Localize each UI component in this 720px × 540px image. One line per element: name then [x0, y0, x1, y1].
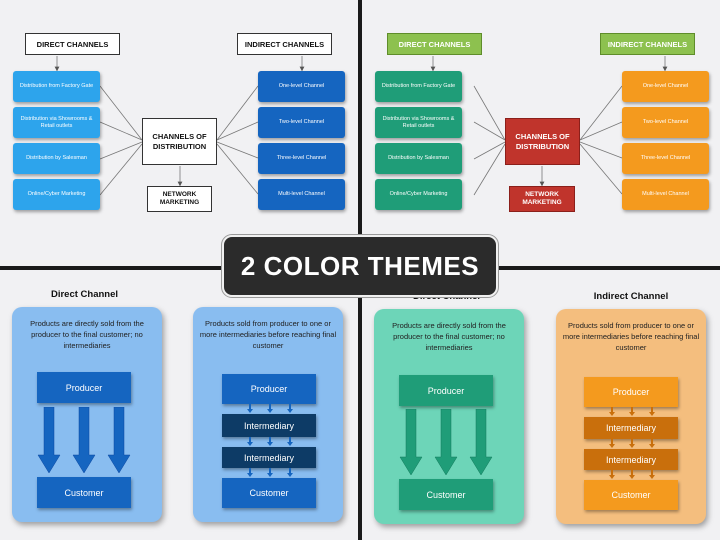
small-arrows-orange-1: [609, 407, 655, 416]
intermediary-box-orange-2: Intermediary: [584, 449, 678, 470]
intermediary-box-2: Intermediary: [222, 447, 316, 468]
direct-item-factory-gate-teal: Distribution from Factory Gate: [375, 71, 462, 102]
small-arrows-3: [247, 468, 293, 477]
small-arrows-orange-3: [609, 470, 655, 479]
down-arrows: [37, 407, 131, 474]
direct-item-showrooms: Distribution via Showrooms & Retail outl…: [13, 107, 100, 138]
indirect-channels-header-green: INDIRECT CHANNELS: [600, 33, 695, 55]
direct-channels-header: DIRECT CHANNELS: [25, 33, 120, 55]
producer-box-orange: Producer: [584, 377, 678, 407]
indirect-item-one-level-orange: One-level Channel: [622, 71, 709, 102]
customer-box-indirect: Customer: [222, 478, 316, 508]
direct-item-online-teal: Online/Cyber Marketing: [375, 179, 462, 210]
channels-of-distribution-center: CHANNELS OF DISTRIBUTION: [142, 118, 217, 165]
intermediary-box-1: Intermediary: [222, 414, 316, 437]
direct-channel-description-teal: Products are directly sold from the prod…: [392, 321, 506, 352]
indirect-item-multi-level: Multi-level Channel: [258, 179, 345, 210]
intermediary-box-orange-1: Intermediary: [584, 417, 678, 439]
small-arrows-2: [247, 437, 293, 446]
network-marketing-box-red: NETWORK MARKETING: [509, 186, 575, 212]
producer-box-teal: Producer: [399, 375, 493, 406]
indirect-item-three-level: Three-level Channel: [258, 143, 345, 174]
down-arrows-teal: [399, 409, 493, 476]
color-themes-banner: 2 COLOR THEMES: [222, 235, 498, 297]
indirect-item-two-level-orange: Two-level Channel: [622, 107, 709, 138]
direct-channel-description: Products are directly sold from the prod…: [30, 319, 144, 350]
customer-box-teal: Customer: [399, 479, 493, 510]
direct-item-online: Online/Cyber Marketing: [13, 179, 100, 210]
small-arrows-1: [247, 404, 293, 413]
network-marketing-box: NETWORK MARKETING: [147, 186, 212, 212]
channels-of-distribution-center-red: CHANNELS OF DISTRIBUTION: [505, 118, 580, 165]
customer-box: Customer: [37, 477, 131, 508]
direct-item-showrooms-teal: Distribution via Showrooms & Retail outl…: [375, 107, 462, 138]
small-arrows-orange-2: [609, 439, 655, 448]
direct-item-factory-gate: Distribution from Factory Gate: [13, 71, 100, 102]
indirect-channels-header: INDIRECT CHANNELS: [237, 33, 332, 55]
direct-channel-title: Direct Channel: [50, 289, 119, 300]
producer-box: Producer: [37, 372, 131, 403]
direct-item-salesman-teal: Distribution by Salesman: [375, 143, 462, 174]
indirect-item-multi-level-orange: Multi-level Channel: [622, 179, 709, 210]
customer-box-orange: Customer: [584, 480, 678, 510]
indirect-item-three-level-orange: Three-level Channel: [622, 143, 709, 174]
indirect-item-one-level: One-level Channel: [258, 71, 345, 102]
indirect-channel-title-orange: Indirect Channel: [593, 291, 669, 302]
direct-item-salesman: Distribution by Salesman: [13, 143, 100, 174]
indirect-channel-description: Products sold from producer to one or mo…: [199, 319, 337, 350]
producer-box-indirect: Producer: [222, 374, 316, 404]
indirect-channel-description-orange: Products sold from producer to one or mo…: [562, 321, 700, 352]
direct-channels-header-green: DIRECT CHANNELS: [387, 33, 482, 55]
indirect-item-two-level: Two-level Channel: [258, 107, 345, 138]
